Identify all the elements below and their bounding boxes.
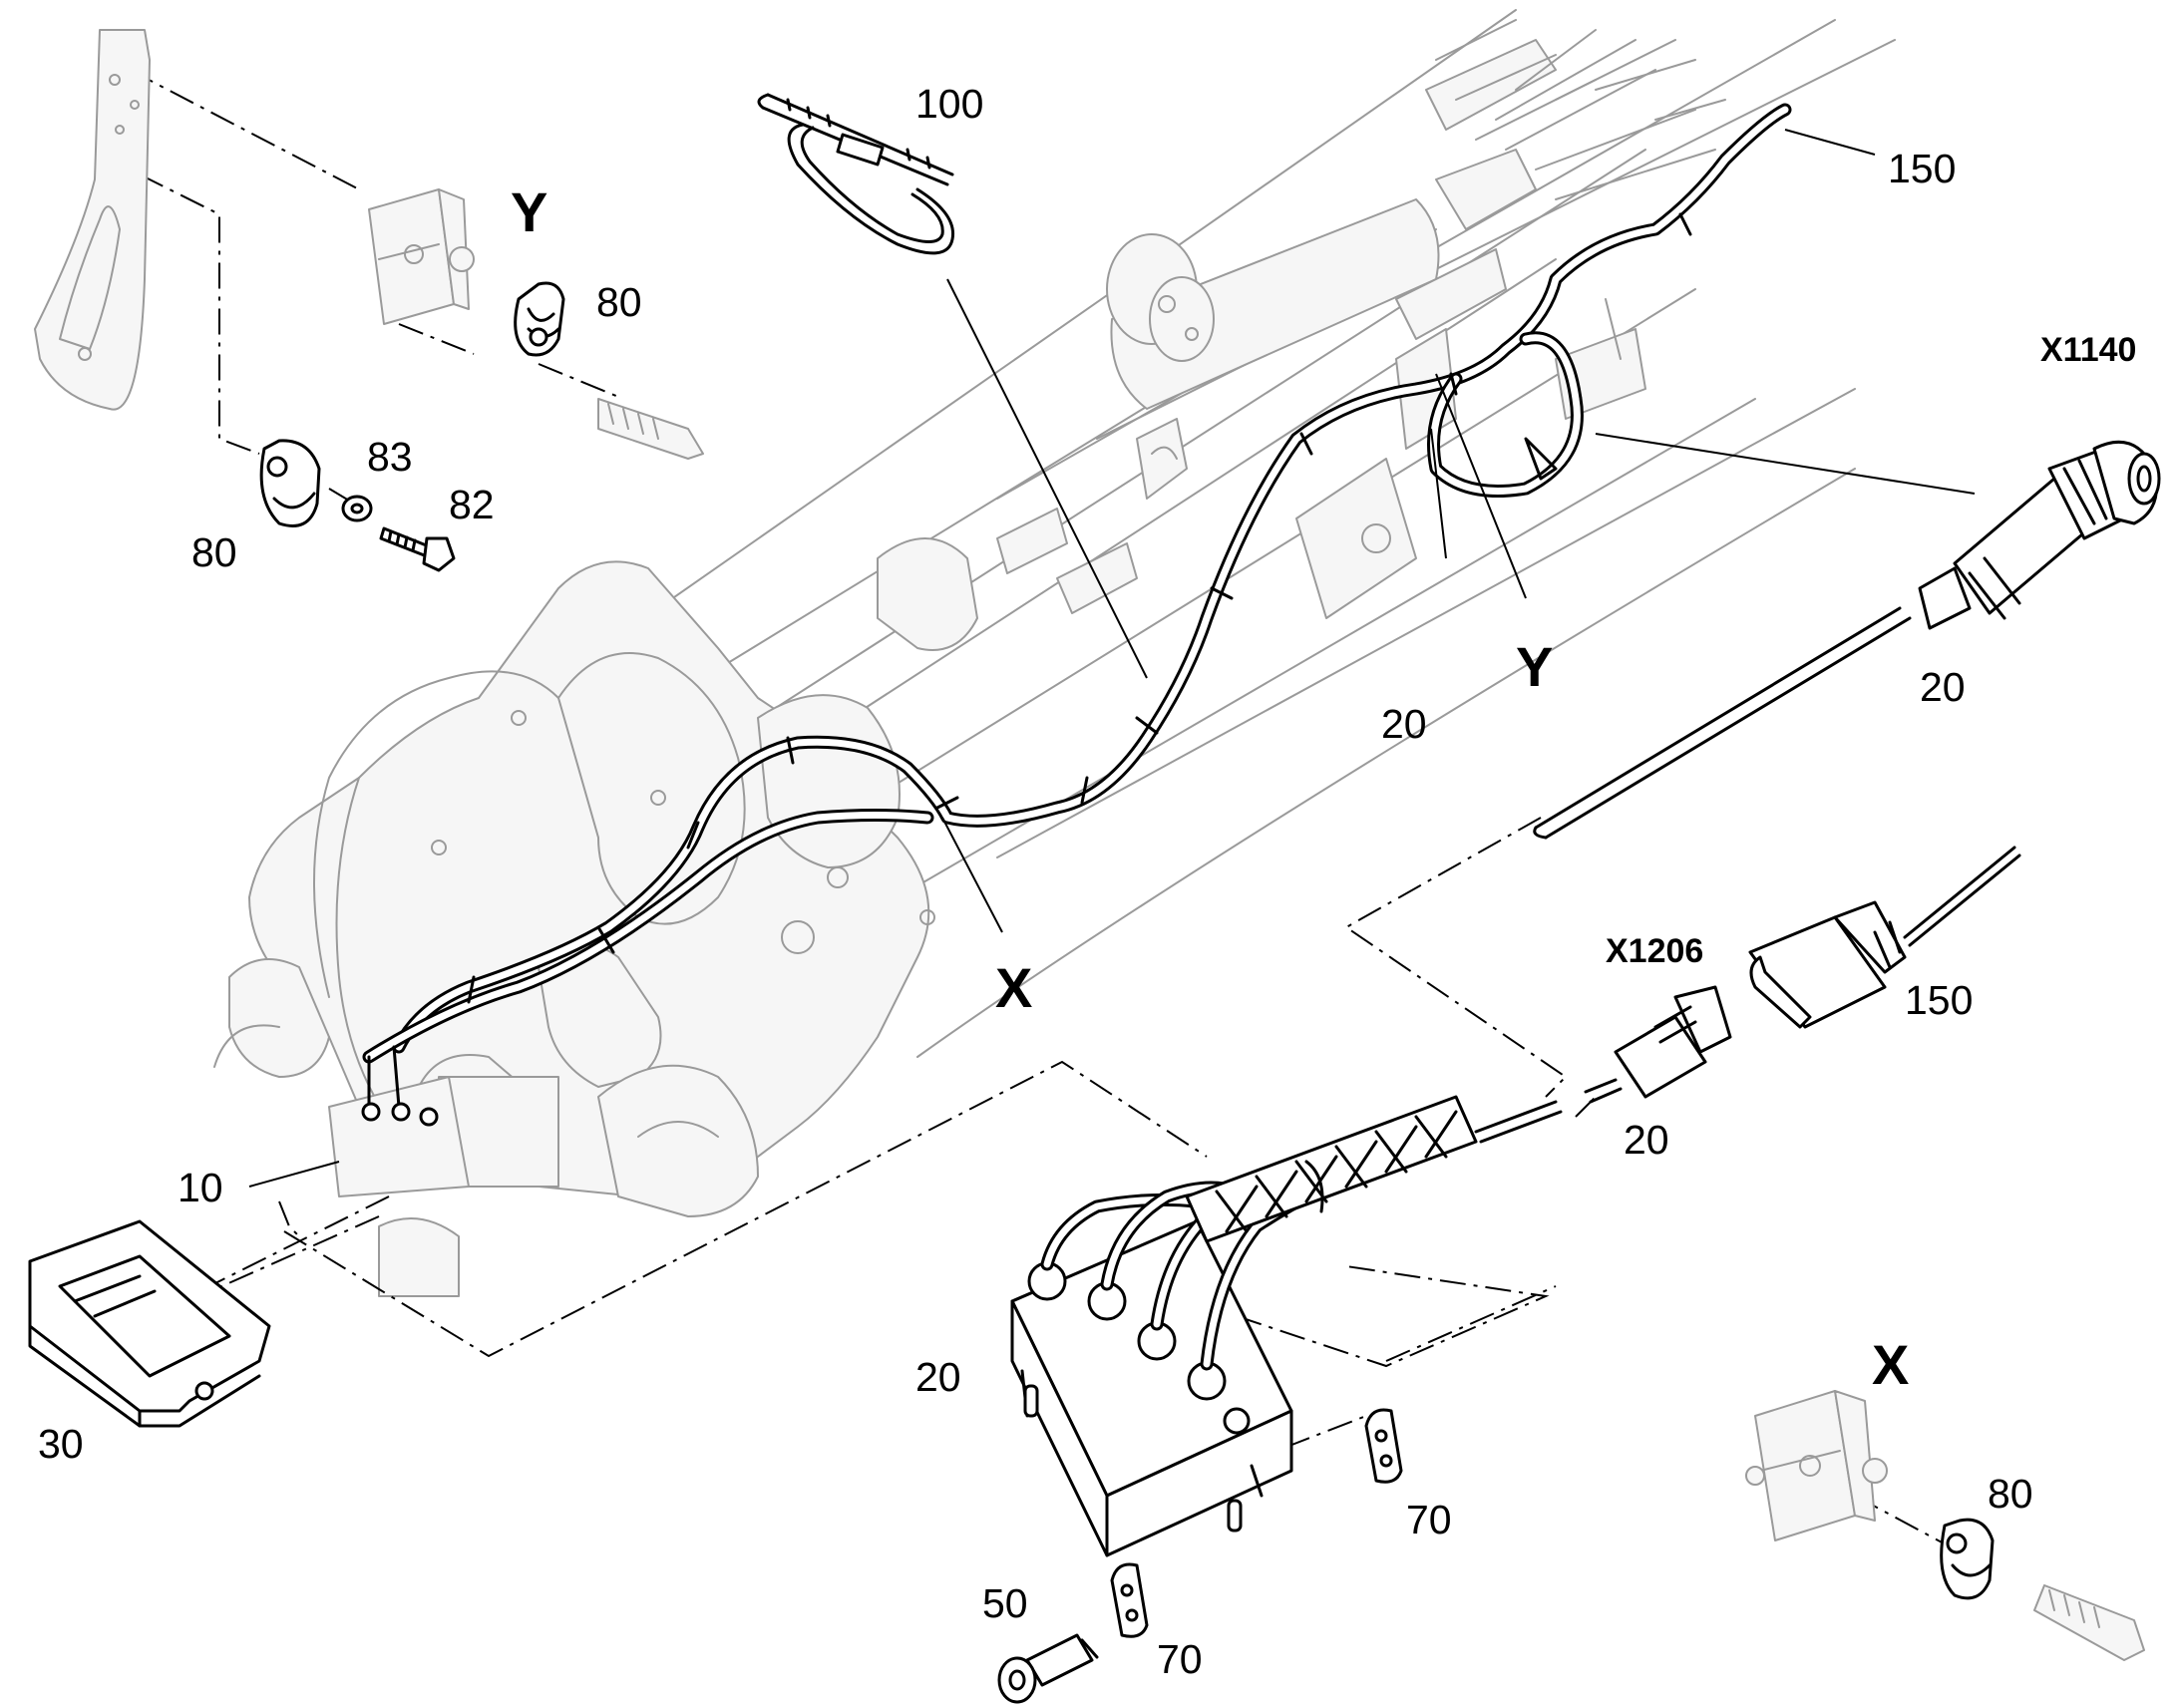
callout-80-left: 80 [191, 529, 237, 575]
connector-label-x1140: X1140 [2040, 331, 2136, 369]
callout-70-lower: 70 [1157, 1636, 1203, 1682]
distribution-block-20 [1010, 1095, 1563, 1557]
view-label-y-boom: Y [1516, 635, 1553, 698]
bolt-82 [379, 526, 456, 572]
connector-label-x1206: X1206 [1606, 932, 1703, 970]
connector-x1140 [1533, 440, 2161, 840]
connector-150-mating [1748, 846, 2021, 1029]
callout-70-upper: 70 [1406, 1497, 1452, 1542]
plate-70-lower [1110, 1562, 1149, 1638]
screw-50 [997, 1633, 1099, 1704]
callout-30: 30 [38, 1421, 84, 1467]
plate-70-upper [1364, 1408, 1403, 1484]
callout-100: 100 [915, 81, 983, 127]
view-label-y-detail: Y [511, 180, 547, 243]
callout-20-plug: 20 [1624, 1117, 1669, 1163]
clip-80-y [514, 281, 565, 357]
callout-20-boom: 20 [1381, 701, 1427, 747]
cable-tie-100 [757, 93, 955, 255]
callout-80-y: 80 [596, 279, 642, 325]
callout-80-x: 80 [1988, 1471, 2033, 1517]
callout-150-mid: 150 [1905, 977, 1973, 1023]
view-label-x-boom: X [995, 956, 1032, 1019]
callout-20-block: 20 [915, 1354, 961, 1400]
callout-leaders [248, 129, 1976, 1188]
callout-83: 83 [367, 434, 413, 480]
callout-82: 82 [449, 482, 495, 527]
connector-x1206 [1584, 985, 1732, 1104]
view-y-detail-parts [34, 29, 704, 460]
boom-assembly-background [213, 9, 1896, 1297]
callout-20-connector: 20 [1920, 664, 1966, 710]
view-x-detail-parts [1745, 1390, 2145, 1661]
clip-80-x [1940, 1518, 1995, 1600]
view-label-x-detail: X [1872, 1333, 1909, 1396]
washer-83 [341, 495, 373, 522]
callout-50: 50 [982, 1580, 1028, 1626]
callout-150-top: 150 [1888, 146, 1956, 191]
clip-80-left [259, 439, 321, 527]
callout-labels: 100 150 80 83 82 80 20 20 150 20 10 20 8… [38, 81, 2136, 1682]
callout-10: 10 [178, 1165, 223, 1210]
cover-30 [28, 1219, 271, 1428]
